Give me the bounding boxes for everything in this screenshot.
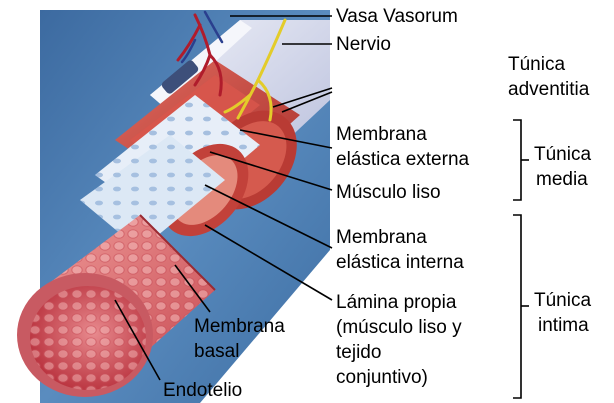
label-nervio: Nervio — [336, 32, 391, 57]
bracket-tunica-media — [513, 120, 529, 200]
label-musculo-liso: Músculo liso — [336, 180, 441, 205]
bracket-tunica-intima — [513, 215, 529, 398]
lumen-opening — [17, 273, 153, 397]
label-endotelio: Endotelio — [163, 378, 242, 403]
label-vasa-vasorum: Vasa Vasorum — [336, 4, 458, 29]
